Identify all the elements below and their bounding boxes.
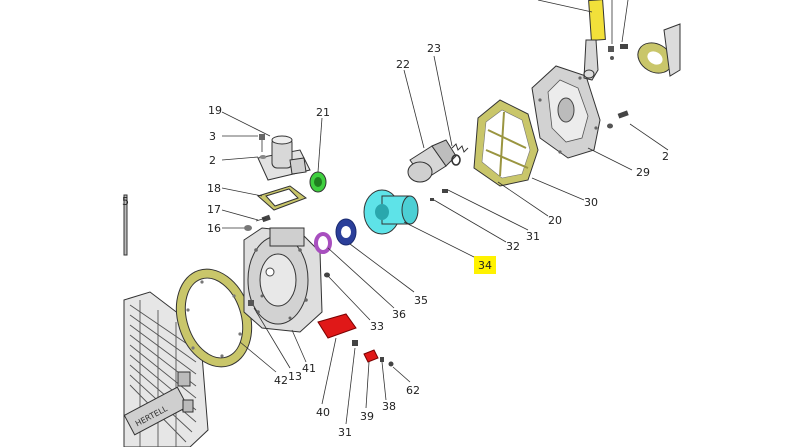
label-32: 32 (506, 240, 520, 253)
label-2: 2 (209, 154, 216, 167)
green-fitting-21 (309, 171, 327, 193)
label-19: 19 (208, 104, 222, 117)
label-33: 33 (370, 320, 384, 333)
red-plate-40 (317, 313, 357, 339)
label-34-highlight (474, 256, 496, 274)
label-16: 16 (207, 222, 221, 235)
bolts-top (608, 44, 628, 60)
label-41: 41 (302, 362, 316, 375)
part-labels: 19 3 2 21 18 17 16 22 23 5 29 2 30 20 31… (122, 42, 669, 439)
flange-right (608, 23, 681, 77)
label-22: 22 (396, 58, 410, 71)
label-2-right: 2 (662, 150, 669, 163)
washer-16 (244, 225, 252, 231)
label-35: 35 (414, 294, 428, 307)
label-13: 13 (288, 370, 302, 383)
housing-41 (243, 227, 323, 333)
blue-ring-35 (335, 218, 357, 246)
spring-23 (451, 143, 469, 153)
pin-32 (430, 198, 434, 201)
label-40: 40 (316, 406, 330, 419)
label-21: 21 (316, 106, 330, 119)
gasket-20 (473, 99, 539, 187)
washer-2 (259, 155, 267, 159)
screw-3 (259, 134, 265, 152)
purple-ring-36 (314, 232, 332, 254)
part-62 (388, 361, 394, 367)
label-42: 42 (274, 374, 288, 387)
label-36: 36 (392, 308, 406, 321)
label-38: 38 (382, 400, 396, 413)
part-38 (380, 357, 384, 362)
piston-22 (407, 139, 457, 183)
label-5: 5 (122, 195, 129, 208)
red-part-39 (363, 349, 379, 363)
label-30: 30 (584, 196, 598, 209)
elbow-fitting-19 (257, 135, 311, 181)
gasket-42 (175, 268, 253, 368)
label-17: 17 (207, 203, 221, 216)
part-13 (248, 300, 254, 306)
washer-29 (607, 123, 613, 129)
gasket-18 (256, 185, 308, 211)
label-39: 39 (360, 410, 374, 423)
label-20: 20 (548, 214, 562, 227)
cover-plate-30 (531, 65, 601, 159)
screw-31-bottom (352, 340, 358, 346)
label-34: 34 (478, 259, 492, 272)
label-18: 18 (207, 182, 221, 195)
leader-lines (221, 0, 669, 425)
label-29: 29 (636, 166, 650, 179)
lever-yellow (583, 0, 606, 81)
label-31-bottom: 31 (338, 426, 352, 439)
o-ring-small (451, 154, 461, 166)
screw-17 (255, 214, 271, 223)
screw-31-top (442, 189, 448, 193)
cyan-flange-34 (363, 189, 419, 235)
label-3: 3 (209, 130, 216, 143)
label-62: 62 (406, 384, 420, 397)
label-23: 23 (427, 42, 441, 55)
screw-2-right (617, 110, 629, 119)
label-31: 31 (526, 230, 540, 243)
